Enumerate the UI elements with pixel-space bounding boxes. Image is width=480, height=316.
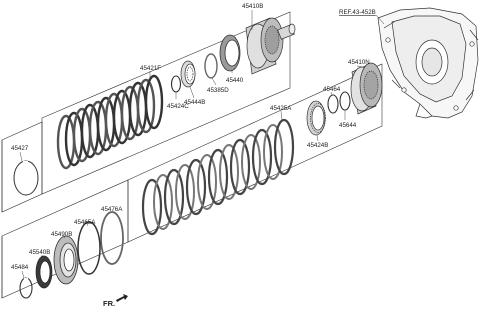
label-45540B[interactable]: 45540B — [29, 249, 50, 256]
part-45424B-bearing — [306, 100, 326, 136]
label-45464[interactable]: 45464 — [323, 86, 341, 93]
label-45644[interactable]: 45644 — [339, 122, 357, 129]
leader-lines — [19, 10, 363, 279]
label-45444B[interactable]: 45444B — [184, 99, 205, 106]
arrow-icon — [116, 294, 128, 302]
label-45425A[interactable]: 45425A — [270, 105, 292, 112]
lower-group-frame — [1, 63, 383, 299]
part-45484-snap-ring — [19, 277, 33, 299]
part-45465A-ring — [77, 221, 101, 275]
part-45490B-piston — [53, 235, 79, 285]
label-45421F[interactable]: 45421F — [140, 65, 161, 72]
part-45644-ring — [339, 91, 351, 111]
part-45427-snap-ring — [13, 160, 39, 196]
part-45425A-clutch-pack — [141, 118, 295, 236]
part-45444B-bearing — [180, 60, 196, 88]
part-45440-washer — [219, 34, 241, 72]
part-45424C-ring — [170, 75, 182, 93]
label-45424B[interactable]: 45424B — [307, 142, 328, 149]
part-45385D-plate — [204, 53, 218, 79]
transmission-housing — [377, 7, 479, 119]
front-direction-indicator: FR. — [103, 294, 128, 308]
front-direction-label: FR. — [103, 299, 115, 308]
part-45464-ring — [327, 94, 339, 114]
part-45540B-seal — [35, 255, 53, 289]
label-45440[interactable]: 45440 — [226, 77, 244, 84]
part-45421F-clutch-pack — [56, 74, 164, 170]
ref-label[interactable]: REF.43-452B — [339, 9, 376, 16]
part-45410B-gear-drum — [245, 17, 296, 75]
label-45427[interactable]: 45427 — [11, 145, 29, 152]
label-45385D[interactable]: 45385D — [207, 87, 229, 94]
part-labels: 45410B 45421F 45440 45385D 45444B 45424C… — [11, 3, 370, 271]
label-45424C[interactable]: 45424C — [167, 103, 189, 110]
label-45465A[interactable]: 45465A — [74, 219, 96, 226]
label-45476A[interactable]: 45476A — [101, 206, 123, 213]
part-45476A-plate — [100, 211, 124, 265]
label-45410B[interactable]: 45410B — [242, 3, 263, 10]
part-45410N-gear — [350, 62, 383, 115]
label-45484[interactable]: 45484 — [11, 264, 29, 271]
label-45410N[interactable]: 45410N — [348, 59, 370, 66]
upper-group-frame — [1, 11, 291, 213]
label-45490B[interactable]: 45490B — [51, 231, 72, 238]
ref-callout: REF.43-452B — [339, 9, 385, 25]
